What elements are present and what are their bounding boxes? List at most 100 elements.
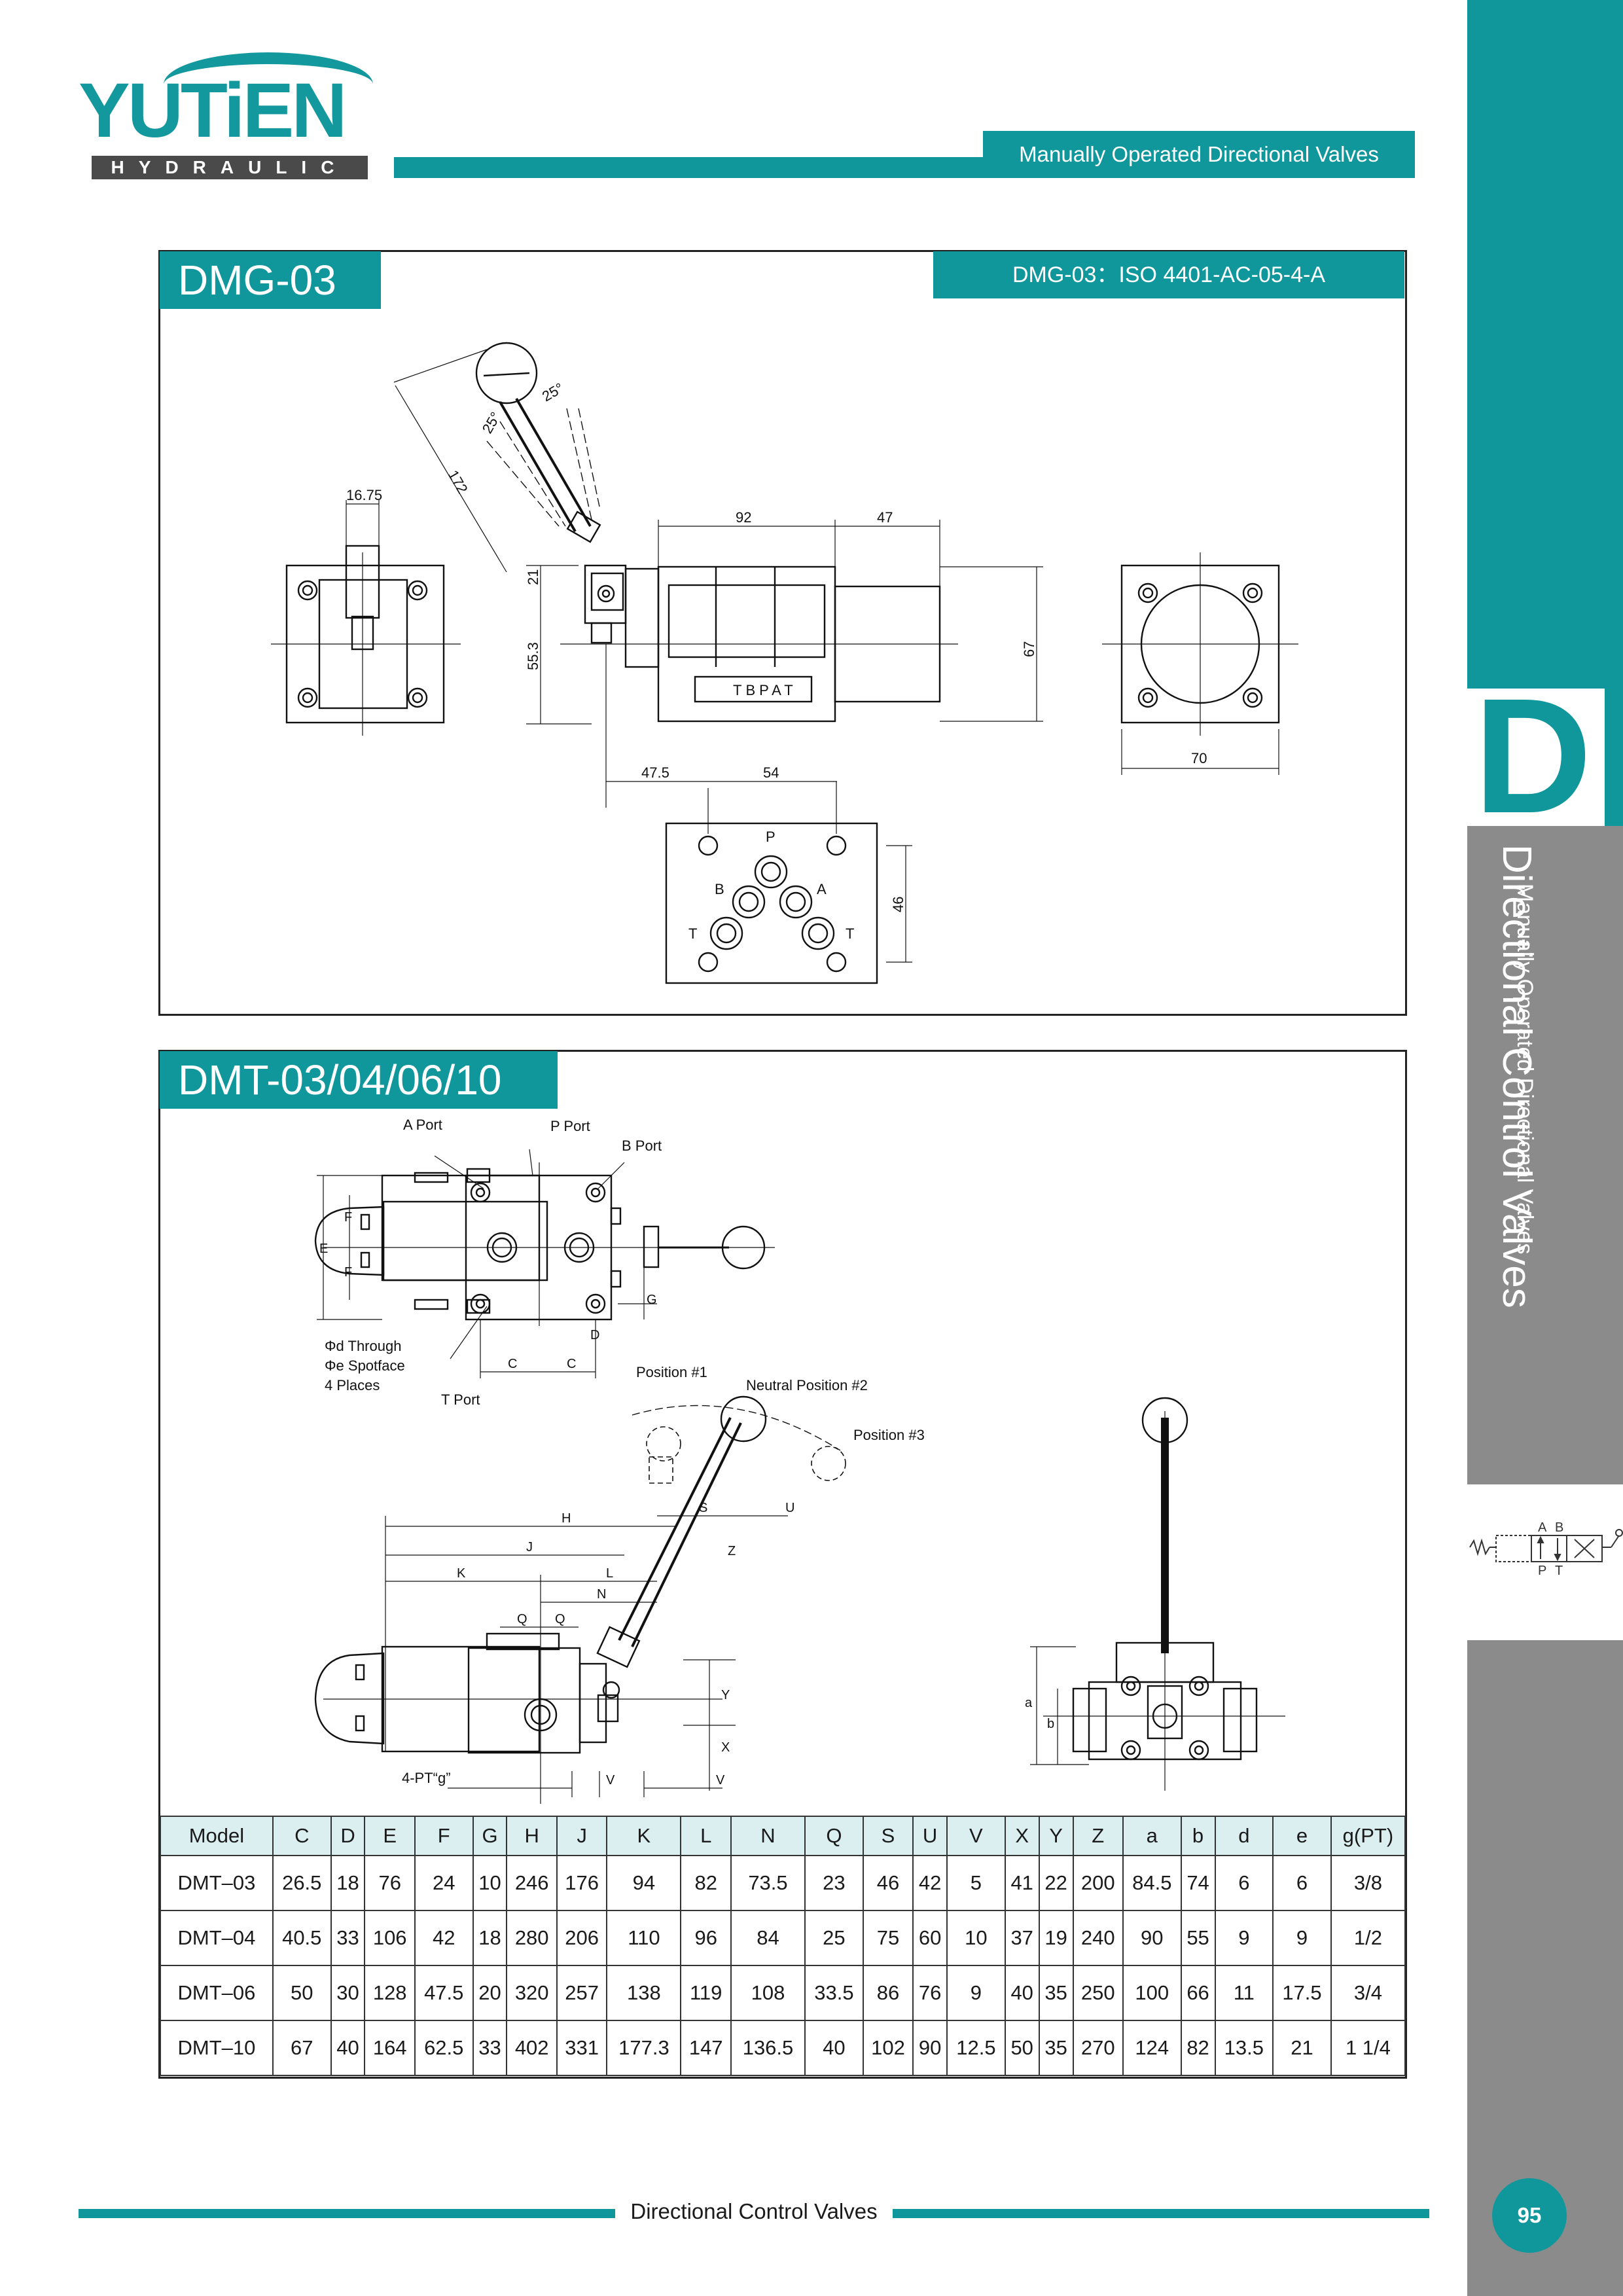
dim-55-3: 55.3 [525,642,541,670]
footer-title: Directional Control Valves [630,2199,878,2223]
dim-47: 47 [877,509,893,526]
table-cell: 46 [862,1855,914,1911]
table-cell: 402 [506,2020,558,2076]
table-header-cell: a [1122,1816,1182,1856]
table-cell: 41 [1004,1855,1040,1911]
callout-spotface: Φe Spotface [325,1357,405,1374]
table-header-cell: D [330,1816,366,1856]
table-cell: 25 [804,1910,864,1966]
table-cell: DMT–03 [160,1855,274,1911]
table-cell: 177.3 [606,2020,682,2076]
table-cell: 250 [1072,1965,1124,2021]
table-cell: 84.5 [1122,1855,1182,1911]
dmg-section [158,250,1407,1016]
dmt-drawing: A Port P Port B Port T Port Φd Through Φ… [314,1117,1285,1804]
table-cell: 82 [1180,2020,1216,2076]
table-cell: 47.5 [414,1965,474,2021]
table-cell: DMT–04 [160,1910,274,1966]
table-cell: 6 [1272,1855,1332,1911]
table-cell: 50 [272,1965,332,2021]
table-cell: 331 [556,2020,608,2076]
callout-position-1: Position #1 [636,1364,707,1380]
footer-rule-right [893,2209,1429,2218]
table-cell: 66 [1180,1965,1216,2021]
table-cell: 40 [330,2020,366,2076]
table-cell: 18 [330,1855,366,1911]
dim-25-left: 25° [479,409,504,436]
table-cell: 94 [606,1855,682,1911]
table-header-cell: Q [804,1816,864,1856]
dim-q-right: Q [555,1612,565,1626]
table-cell: 9 [1214,1910,1274,1966]
table-cell: 108 [730,1965,806,2021]
dim-a: a [1025,1696,1033,1710]
table-cell: 9 [1272,1910,1332,1966]
table-cell: 42 [912,1855,948,1911]
dim-d: D [590,1328,599,1342]
callout-t-port: T Port [441,1391,480,1408]
sidebar-title-panel [1467,826,1623,1484]
table-header-cell: d [1214,1816,1274,1856]
table-header-cell: C [272,1816,332,1856]
dim-v-right: V [716,1773,725,1787]
brand-tagline: HYDRAULIC [92,156,368,179]
port-t-left: T [688,925,697,942]
dim-g: G [647,1293,657,1307]
table-cell: 3/4 [1330,1965,1406,2021]
dim-b: b [1047,1717,1054,1731]
table-header-cell: E [364,1816,416,1856]
footer-rule-left [79,2209,615,2218]
table-cell: 240 [1072,1910,1124,1966]
symbol-port-a: A [1538,1520,1547,1535]
table-cell: 10 [946,1910,1006,1966]
table-header-cell: G [472,1816,508,1856]
table-cell: 1/2 [1330,1910,1406,1966]
table-cell: 164 [364,2020,416,2076]
brand-logo: YUTiEN [79,67,348,154]
dim-25-right: 25° [539,380,566,404]
table-cell: 37 [1004,1910,1040,1966]
table-header-cell: V [946,1816,1006,1856]
table-cell: 33 [330,1910,366,1966]
table-cell: 90 [1122,1910,1182,1966]
table-cell: 5 [946,1855,1006,1911]
table-cell: 9 [946,1965,1006,2021]
dmt-title: DMT-03/04/06/10 [160,1051,558,1109]
dim-h: H [562,1511,571,1526]
table-header-cell: b [1180,1816,1216,1856]
table-cell: 22 [1038,1855,1074,1911]
table-cell: 76 [364,1855,416,1911]
dim-k: K [457,1566,466,1581]
port-a: A [817,881,827,897]
dim-f-bottom: F [344,1265,352,1280]
table-header-cell: J [556,1816,608,1856]
port-b: B [715,881,724,897]
dim-c-left: C [508,1357,517,1371]
table-cell: 76 [912,1965,948,2021]
dim-x: X [721,1740,730,1755]
sidebar-subtitle: Manually Operated Directional Valves [1512,884,1537,1255]
table-cell: 40 [1004,1965,1040,2021]
table-cell: 102 [862,2020,914,2076]
callout-through: Φd Through [325,1338,401,1354]
nameplate-text: TBPAT [733,682,797,698]
dim-q-left: Q [517,1612,527,1626]
table-cell: 176 [556,1855,608,1911]
table-cell: 138 [606,1965,682,2021]
table-cell: 55 [1180,1910,1216,1966]
symbol-port-p: P [1538,1564,1546,1578]
table-cell: 33.5 [804,1965,864,2021]
table-cell: 136.5 [730,2020,806,2076]
table-header-cell: K [606,1816,682,1856]
table-cell: DMT–06 [160,1965,274,2021]
table-cell: 35 [1038,1965,1074,2021]
dim-z: Z [728,1544,736,1558]
table-cell: 90 [912,2020,948,2076]
table-cell: 24 [414,1855,474,1911]
table-cell: 21 [1272,2020,1332,2076]
table-cell: 206 [556,1910,608,1966]
port-t-right: T [846,925,854,942]
